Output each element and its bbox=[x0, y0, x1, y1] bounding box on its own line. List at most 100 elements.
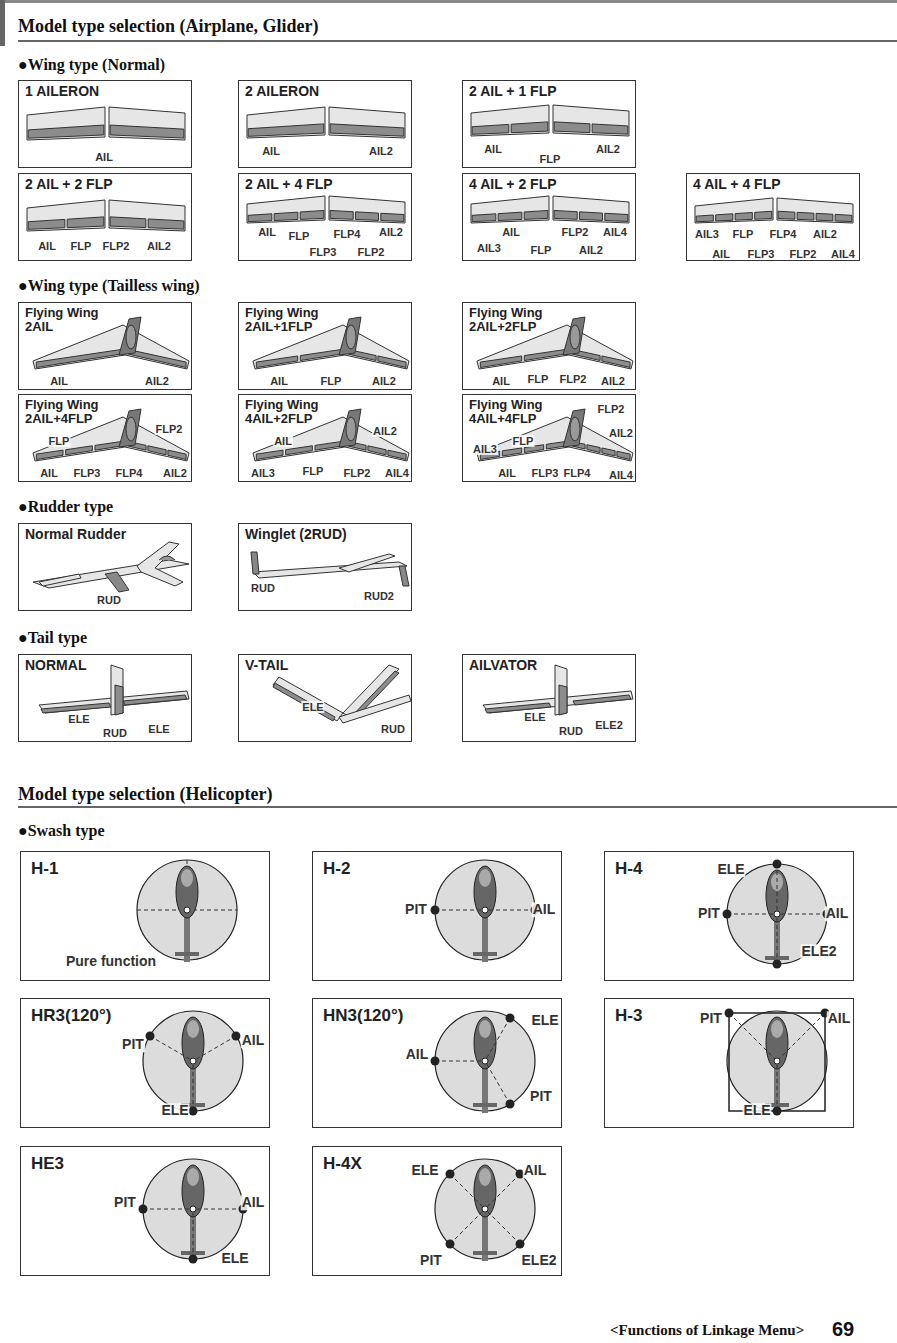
control-surface bbox=[755, 211, 772, 219]
control-surface bbox=[148, 219, 184, 229]
part-label: FLP2 bbox=[597, 403, 626, 415]
part-label: AIL2 bbox=[812, 228, 838, 240]
canopy bbox=[187, 1020, 199, 1038]
rudder bbox=[115, 685, 123, 715]
part-label: AIL bbox=[491, 375, 511, 387]
part-label: ELE bbox=[147, 723, 170, 735]
tail-fin bbox=[473, 952, 497, 956]
panel-title: 2 AILERON bbox=[245, 84, 319, 99]
wing-panel bbox=[553, 196, 629, 223]
control-surface bbox=[110, 125, 184, 138]
part-label: PIT bbox=[699, 1011, 723, 1026]
model-type-panel: Flying Wing 2AIL+4FLPFLPFLP2AILFLP3FLP4A… bbox=[18, 394, 192, 482]
part-label: AIL2 bbox=[372, 425, 398, 437]
section-rule bbox=[18, 806, 897, 808]
part-label: AIL bbox=[711, 248, 731, 260]
model-type-panel: 4 AIL + 4 FLPAIL3FLPFLP4AIL2AILFLP3FLP2A… bbox=[686, 173, 860, 261]
wing-panel bbox=[247, 107, 325, 138]
fuselage bbox=[766, 1017, 788, 1069]
part-label: AIL2 bbox=[368, 145, 394, 157]
part-label: RUD bbox=[558, 725, 584, 737]
panel-title: Flying Wing 2AIL+4FLP bbox=[25, 398, 121, 425]
panel-title: Normal Rudder bbox=[25, 527, 126, 542]
part-label: AIL2 bbox=[144, 375, 170, 387]
control-surface bbox=[716, 214, 733, 221]
rudder bbox=[559, 685, 567, 715]
part-label: AIL2 bbox=[371, 375, 397, 387]
link-line bbox=[777, 914, 827, 915]
link-line bbox=[777, 1013, 825, 1061]
wing-panel bbox=[329, 107, 405, 138]
link-line bbox=[727, 914, 777, 915]
control-surface bbox=[835, 214, 852, 221]
control-surface bbox=[36, 349, 121, 367]
part-label: FLP2 bbox=[789, 248, 818, 260]
part-label: ELE bbox=[742, 1103, 771, 1118]
model-type-panel: NORMALELERUDELE bbox=[18, 654, 192, 742]
part-label: PIT bbox=[697, 906, 721, 921]
part-label: AIL bbox=[39, 467, 59, 479]
section-heading: ●Wing type (Tailless wing) bbox=[18, 277, 200, 295]
part-label: ELE bbox=[220, 1251, 249, 1266]
tail-fin bbox=[473, 1103, 497, 1107]
panel-illustration bbox=[605, 999, 855, 1129]
elevator bbox=[41, 703, 111, 713]
stabilizer bbox=[39, 574, 81, 586]
model-type-panel: 1 AILERONAIL bbox=[18, 80, 192, 168]
wing-panel bbox=[471, 105, 549, 136]
fin bbox=[563, 409, 585, 447]
link-line bbox=[729, 1013, 777, 1061]
panel-title: HN3(120°) bbox=[323, 1007, 404, 1025]
part-label: AIL bbox=[273, 435, 293, 447]
servo-point bbox=[146, 1032, 155, 1041]
canopy bbox=[570, 325, 580, 349]
control-surface bbox=[256, 450, 283, 459]
control-surface bbox=[378, 356, 406, 368]
servo-point bbox=[773, 960, 782, 969]
control-surface bbox=[511, 122, 548, 133]
control-surface bbox=[498, 212, 522, 220]
fin bbox=[339, 409, 361, 447]
link-line bbox=[450, 1209, 485, 1244]
panel-title: H-2 bbox=[323, 860, 350, 878]
model-type-panel: Winglet (2RUD)RUDRUD2 bbox=[238, 523, 412, 611]
canopy bbox=[187, 1168, 199, 1186]
center-point bbox=[184, 907, 190, 913]
servo-point bbox=[232, 1032, 241, 1041]
swash-type-panel: H-4ELEPITAILELE2 bbox=[604, 851, 854, 981]
part-label: ELE bbox=[160, 1103, 189, 1118]
control-surface bbox=[355, 212, 378, 221]
top-rule bbox=[0, 0, 897, 3]
part-label: ELE bbox=[716, 862, 745, 877]
part-label: ELE bbox=[67, 713, 90, 725]
canopy bbox=[479, 1168, 491, 1186]
fin bbox=[119, 409, 141, 447]
panel-title: 2 AIL + 1 FLP bbox=[469, 84, 557, 99]
panel-illustration bbox=[313, 852, 563, 982]
part-label: AIL bbox=[483, 143, 503, 155]
part-label: AIL2 bbox=[608, 427, 634, 439]
rudder bbox=[105, 572, 129, 592]
canopy bbox=[159, 556, 175, 560]
section-heading: ●Tail type bbox=[18, 629, 87, 647]
control-surface bbox=[778, 211, 795, 219]
panel-title: Flying Wing 2AIL bbox=[25, 306, 121, 333]
center-point bbox=[482, 1206, 488, 1212]
panel-title: 4 AIL + 4 FLP bbox=[693, 177, 781, 192]
control-surface bbox=[330, 210, 353, 219]
part-label: AIL3 bbox=[250, 467, 276, 479]
fuselage bbox=[182, 1017, 204, 1069]
panel-title: Flying Wing 2AIL+1FLP bbox=[245, 306, 341, 333]
wing-panel bbox=[109, 107, 185, 140]
control-surface bbox=[67, 217, 104, 228]
part-label: AIL bbox=[49, 375, 69, 387]
part-label: PIT bbox=[404, 902, 428, 917]
control-surface bbox=[735, 213, 752, 221]
swash-type-panel: HE3PITAILELE bbox=[20, 1146, 270, 1276]
fin bbox=[555, 665, 567, 715]
panel-title: HR3(120°) bbox=[31, 1007, 112, 1025]
wing-panel bbox=[471, 196, 549, 223]
canopy bbox=[181, 869, 193, 887]
control-surface bbox=[472, 214, 496, 222]
control-surface bbox=[602, 356, 630, 368]
